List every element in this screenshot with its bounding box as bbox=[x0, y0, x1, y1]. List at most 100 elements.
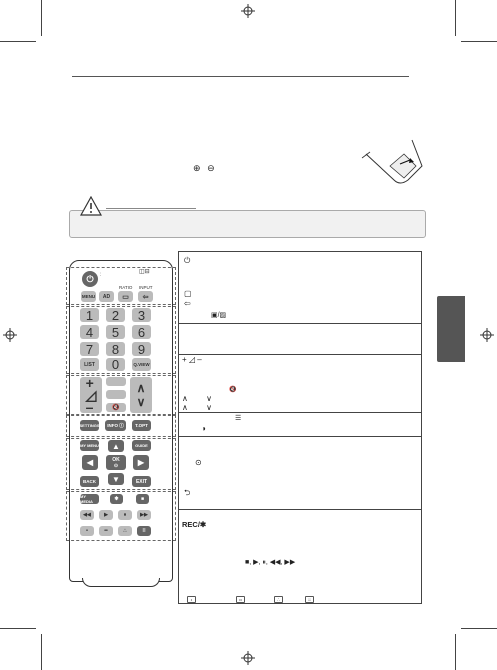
right-arrow-button[interactable]: ▶ bbox=[133, 455, 149, 470]
ok-label: OK bbox=[112, 456, 120, 463]
crop-mark bbox=[455, 0, 456, 36]
number-button[interactable]: 1 bbox=[80, 308, 99, 323]
ad-button[interactable]: AD bbox=[99, 291, 114, 302]
settings-button[interactable]: SETTINGS bbox=[80, 420, 100, 431]
power-button[interactable]: ⏻ bbox=[82, 271, 98, 287]
number-button[interactable]: 6 bbox=[132, 325, 151, 340]
green-key[interactable]: •• bbox=[99, 526, 113, 536]
menu-button[interactable]: MENU bbox=[81, 291, 96, 302]
number-button[interactable]: 9 bbox=[132, 342, 151, 357]
down-arrow-button[interactable]: ▼ bbox=[108, 473, 124, 485]
crop-mark bbox=[0, 41, 36, 42]
minus-symbol: ⊖ bbox=[207, 163, 215, 173]
input-symbol: ⇦ bbox=[184, 299, 191, 308]
section-tab bbox=[437, 296, 465, 362]
list-symbol: ☰ bbox=[235, 415, 242, 422]
ch-up-down-symbol: ∧ ∨ bbox=[182, 394, 220, 403]
group-power-outline bbox=[66, 267, 176, 305]
panel-separator bbox=[179, 509, 421, 510]
transport-symbols: ■, ▶, ⏸, ◀◀, ▶▶ bbox=[245, 559, 296, 566]
number-button[interactable]: 4 bbox=[80, 325, 99, 340]
registration-mark-icon bbox=[3, 328, 17, 342]
group-nav-outline bbox=[66, 438, 176, 490]
rec-button[interactable]: ✱ bbox=[110, 494, 123, 504]
fastforward-button[interactable]: ▶▶ bbox=[137, 510, 151, 520]
qview-button[interactable]: Q.VIEW bbox=[132, 358, 151, 371]
up-arrow-button[interactable]: ▲ bbox=[108, 440, 124, 452]
number-button[interactable]: 7 bbox=[80, 342, 99, 357]
back-symbol: ⮌ bbox=[184, 488, 191, 497]
red-key-symbol: • bbox=[187, 596, 196, 603]
guide-button[interactable]: GUIDE bbox=[132, 440, 151, 451]
ok-symbol: ⊙ bbox=[195, 458, 202, 467]
caution-box bbox=[69, 196, 426, 238]
tv-rad-label: ◫⊟ bbox=[139, 269, 150, 275]
panel-separator bbox=[179, 323, 421, 324]
topt-button[interactable]: T.OPT bbox=[132, 420, 151, 431]
registration-mark-icon bbox=[241, 4, 255, 18]
registration-mark-icon bbox=[480, 328, 494, 342]
volume-symbol: + ◿ – bbox=[182, 355, 202, 364]
fav-button[interactable] bbox=[106, 377, 126, 386]
panel-separator bbox=[179, 436, 421, 437]
number-button[interactable]: 0 bbox=[106, 357, 125, 372]
number-button[interactable]: 5 bbox=[106, 325, 125, 340]
ok-button[interactable]: OK⊙ bbox=[106, 455, 126, 470]
left-arrow-button[interactable]: ◀ bbox=[82, 455, 98, 470]
ratio-button[interactable]: ▭ bbox=[118, 291, 133, 302]
volume-rocker[interactable]: +◿– bbox=[80, 376, 102, 414]
green-key-symbol: •• bbox=[236, 596, 245, 603]
rec-symbol: REC/✱ bbox=[182, 520, 207, 529]
header-rule bbox=[72, 76, 409, 77]
pause-button[interactable]: ⏸ bbox=[118, 510, 132, 520]
mute-symbol: 🔇 bbox=[229, 387, 237, 393]
panel-separator bbox=[179, 412, 421, 413]
plus-symbol: ⊕ bbox=[193, 163, 201, 173]
crop-mark bbox=[461, 41, 497, 42]
yellow-key-symbol: ∴ bbox=[274, 596, 283, 603]
number-button[interactable]: 3 bbox=[132, 308, 151, 323]
play-button[interactable]: ▶ bbox=[99, 510, 113, 520]
panel-separator bbox=[179, 354, 421, 355]
red-key[interactable]: • bbox=[80, 526, 94, 536]
remote-tail bbox=[82, 578, 160, 587]
crop-mark bbox=[0, 628, 36, 629]
three-d-button[interactable] bbox=[106, 390, 126, 399]
exit-button[interactable]: EXIT bbox=[132, 476, 151, 487]
list-button[interactable]: LIST bbox=[80, 358, 99, 371]
mute-button[interactable]: 🔇 bbox=[106, 403, 126, 412]
contrast-symbol: ◑ bbox=[201, 424, 206, 433]
function-panel: ⏻ ▢ ⇦ ▣/▨ + ◿ – 🔇 ∧ ∨ ∧ ∨ ☰ ◑ ⊙ ⮌ REC/✱ … bbox=[178, 251, 422, 604]
channel-rocker[interactable]: ∧∨ bbox=[130, 377, 152, 413]
power-dots: ⁚ bbox=[100, 272, 102, 277]
crop-mark bbox=[41, 0, 42, 36]
group-settings-outline bbox=[66, 415, 176, 437]
yellow-key[interactable]: ∴ bbox=[118, 526, 132, 536]
registration-mark-icon bbox=[241, 651, 255, 665]
stop-button[interactable]: ■ bbox=[136, 494, 149, 504]
ratio-label: RATIO bbox=[119, 285, 133, 290]
number-button[interactable]: 2 bbox=[106, 308, 125, 323]
rewind-button[interactable]: ◀◀ bbox=[80, 510, 94, 520]
crop-mark bbox=[455, 634, 456, 670]
mymedia-button[interactable]: MY MEDIA bbox=[80, 494, 99, 504]
p-up-down-symbol: ∧ ∨ bbox=[182, 403, 220, 412]
blue-key-symbol: ⁞⁞ bbox=[305, 596, 314, 603]
battery-cover-illustration bbox=[361, 139, 423, 184]
group-volume-outline bbox=[66, 375, 176, 415]
input-button[interactable]: ⇦ bbox=[138, 291, 153, 302]
back-button[interactable]: BACK bbox=[80, 476, 99, 487]
mymenu-button[interactable]: MY MENU bbox=[80, 440, 99, 451]
crop-mark bbox=[461, 628, 497, 629]
caution-title-rule bbox=[106, 208, 196, 209]
ratio-symbol: ▣/▨ bbox=[211, 312, 227, 319]
blue-key[interactable]: ⁞⁞ bbox=[137, 526, 151, 536]
warning-triangle-icon bbox=[80, 196, 102, 216]
info-button[interactable]: INFO ⓘ bbox=[105, 420, 126, 431]
number-button[interactable]: 8 bbox=[106, 342, 125, 357]
group-media-outline bbox=[66, 491, 176, 541]
group-number-outline bbox=[66, 306, 176, 374]
input-label: INPUT bbox=[139, 285, 153, 290]
crop-mark bbox=[41, 634, 42, 670]
power-symbol: ⏻ bbox=[184, 256, 191, 265]
